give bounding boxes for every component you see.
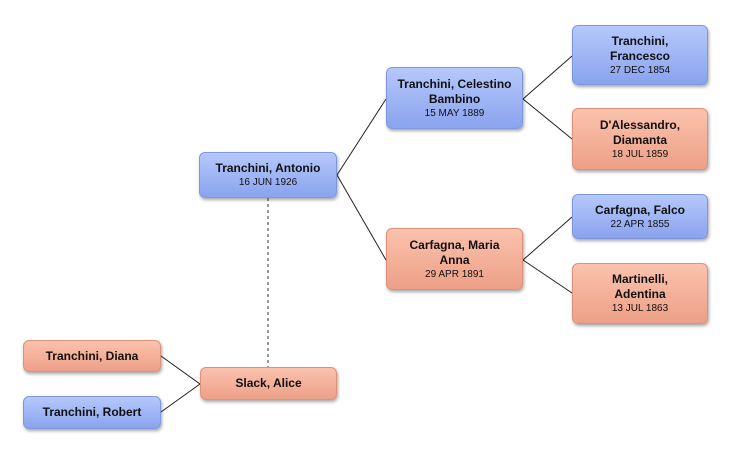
person-date: 27 DEC 1854 — [609, 64, 671, 76]
parent-link-celestino — [522, 98, 573, 140]
person-node-adentina[interactable]: Martinelli, Adentina 13 JUL 1863 — [572, 263, 708, 324]
person-name: Martinelli, Adentina — [611, 272, 668, 301]
person-node-diamanta[interactable]: D'Alessandro, Diamanta 18 JUL 1859 — [572, 108, 708, 170]
person-node-falco[interactable]: Carfagna, Falco 22 APR 1855 — [572, 194, 708, 239]
parent-link-antonio — [336, 98, 387, 176]
person-date: 16 JUN 1926 — [238, 177, 298, 188]
person-node-maria[interactable]: Carfagna, Maria Anna 29 APR 1891 — [386, 228, 523, 290]
person-name: Tranchini, Celestino Bambino — [397, 76, 512, 106]
person-name: Tranchini, Diana — [45, 348, 139, 363]
person-date: 13 JUL 1863 — [611, 303, 669, 314]
child-link-robert — [160, 383, 201, 413]
person-node-robert[interactable]: Tranchini, Robert — [23, 396, 161, 429]
person-node-francesco[interactable]: Tranchini, Francesco 27 DEC 1854 — [572, 25, 708, 85]
person-date: 15 MAY 1889 — [424, 107, 485, 119]
parent-link-maria — [522, 259, 573, 294]
parent-link-antonio — [336, 174, 387, 261]
person-name: Tranchini, Francesco — [609, 33, 671, 63]
person-name: Tranchini, Antonio — [215, 161, 321, 175]
person-name: Tranchini, Robert — [42, 405, 142, 419]
child-link-diana — [160, 355, 201, 385]
person-name: Carfagna, Maria Anna — [409, 237, 500, 267]
person-node-antonio[interactable]: Tranchini, Antonio 16 JUN 1926 — [199, 152, 337, 198]
parent-link-celestino — [522, 55, 573, 100]
person-date: 29 APR 1891 — [425, 268, 484, 280]
person-name: D'Alessandro, Diamanta — [599, 117, 681, 147]
person-node-celestino[interactable]: Tranchini, Celestino Bambino 15 MAY 1889 — [386, 67, 523, 129]
person-name: Carfagna, Falco — [594, 202, 686, 217]
person-date: 22 APR 1855 — [610, 218, 670, 230]
person-date: 18 JUL 1859 — [611, 148, 669, 160]
person-name: Slack, Alice — [235, 376, 302, 390]
parent-link-maria — [522, 216, 573, 261]
person-node-diana[interactable]: Tranchini, Diana — [23, 340, 161, 372]
person-node-alice[interactable]: Slack, Alice — [200, 367, 337, 400]
